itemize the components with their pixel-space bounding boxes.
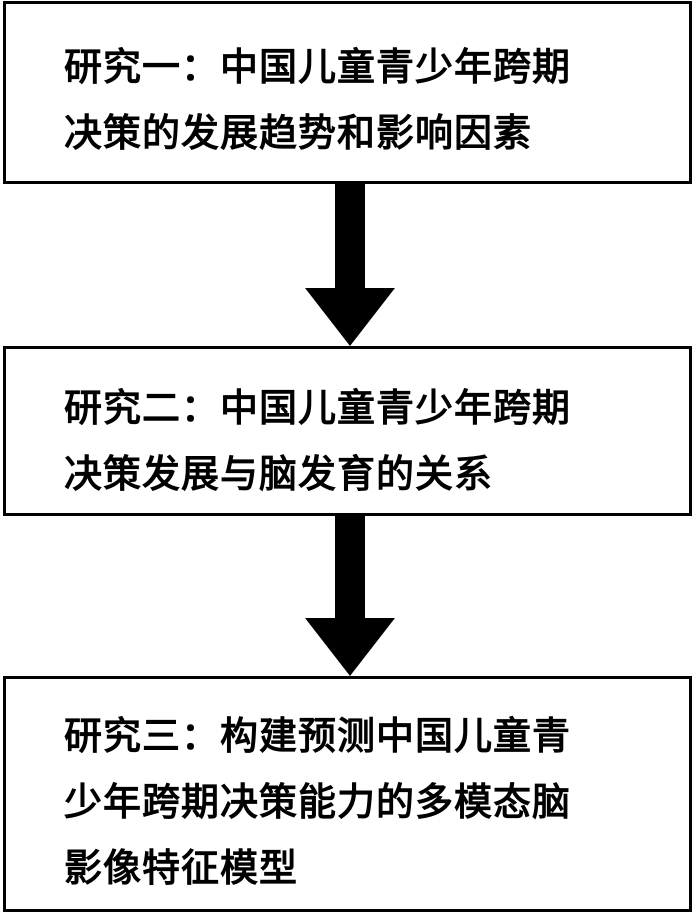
study-two-line-1: 研究二：中国儿童青少年跨期 — [64, 386, 572, 430]
study-one-line-2: 决策的发展趋势和影响因素 — [64, 111, 533, 155]
arrow-down-2 — [305, 516, 395, 676]
study-one-line-1: 研究一：中国儿童青少年跨期 — [64, 45, 572, 89]
study-three-box: 研究三：构建预测中国儿童青 少年跨期决策能力的多模态脑 影像特征模型 — [3, 676, 692, 912]
study-three-line-3: 影像特征模型 — [64, 846, 299, 890]
study-three-line-2: 少年跨期决策能力的多模态脑 — [64, 780, 572, 824]
study-three-line-1: 研究三：构建预测中国儿童青 — [64, 714, 572, 758]
study-one-box: 研究一：中国儿童青少年跨期 决策的发展趋势和影响因素 — [3, 1, 692, 184]
study-two-box: 研究二：中国儿童青少年跨期 决策发展与脑发育的关系 — [3, 346, 692, 516]
arrow-down-1 — [305, 184, 395, 346]
study-two-line-2: 决策发展与脑发育的关系 — [64, 452, 494, 496]
